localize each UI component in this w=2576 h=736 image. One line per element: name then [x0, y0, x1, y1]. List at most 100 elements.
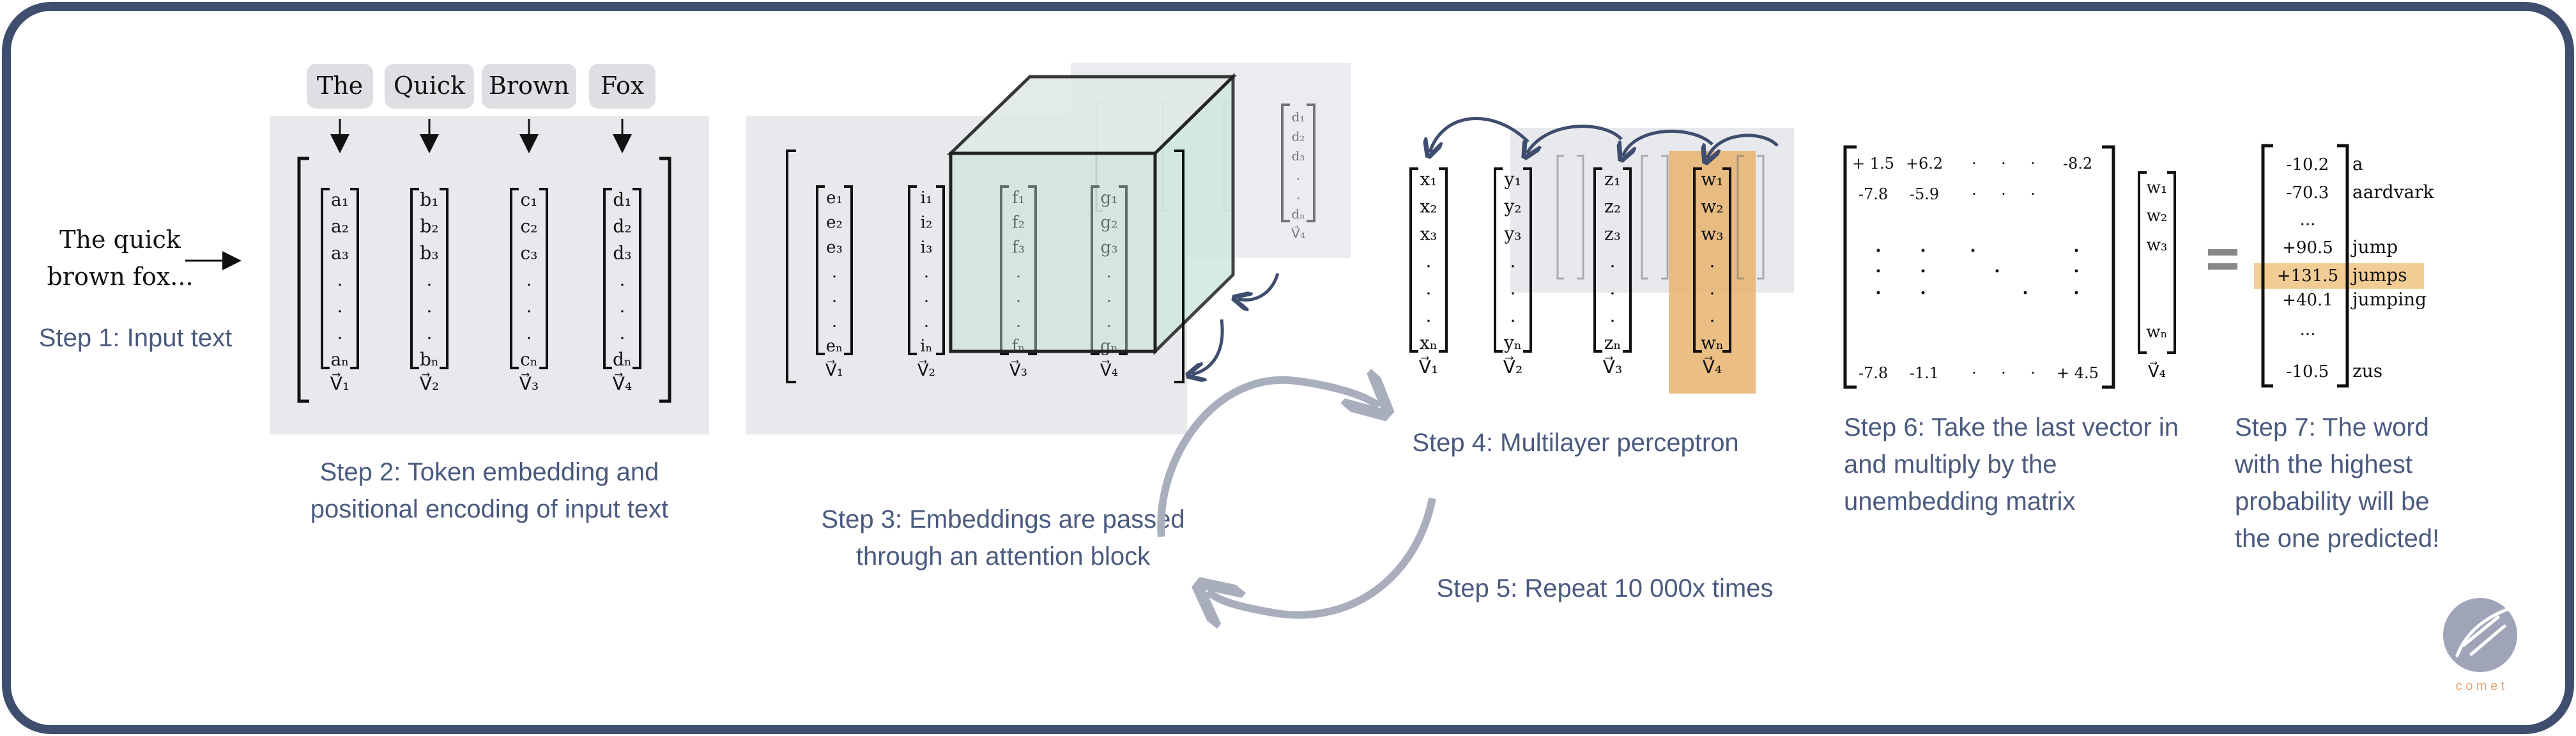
matrix-cell: · — [1972, 155, 1977, 172]
step6-caption-line1: Step 6: Take the last vector in — [1844, 413, 2179, 441]
vector-entry: . — [620, 322, 625, 343]
step7-caption-line3: probability will be — [2235, 487, 2430, 516]
token-chip-bg — [482, 64, 576, 109]
vector-entry: a₁ — [331, 189, 349, 210]
step2-caption-line1: Step 2: Token embedding and — [320, 458, 659, 486]
step3-big-bracket-right — [1174, 150, 1184, 383]
matrix-dot — [1876, 249, 1880, 252]
token-chip-bg — [589, 64, 656, 109]
result-value: +40.1 — [2282, 291, 2333, 310]
step6-group: + 1.5+6.2···-8.2-7.8-5.9···-7.8-1.1···+ … — [1843, 145, 2237, 516]
vector-label: V⃗₂ — [917, 360, 935, 380]
vector-entry: d₃ — [1292, 148, 1305, 164]
step5-caption: Step 5: Repeat 10 000x times — [1437, 574, 1774, 602]
step7-caption-line1: Step 7: The word — [2235, 413, 2429, 441]
vector-label: V⃗₄ — [2148, 361, 2166, 381]
token-chip-bg — [385, 64, 474, 109]
result-word: aardvark — [2352, 181, 2435, 203]
vector-bracket-left — [908, 185, 917, 355]
step7-caption-line4: the one predicted! — [2235, 525, 2439, 553]
mlp-ghost-vector — [1641, 155, 1669, 280]
vector-entry: . — [1296, 167, 1300, 183]
vector-entry: g₁ — [1100, 188, 1117, 208]
matrix-cell: -7.8 — [1859, 185, 1888, 203]
vector-entry: . — [1710, 278, 1715, 299]
mlp-arrow-3 — [1623, 129, 1713, 156]
jumps-highlight — [2254, 263, 2424, 289]
matrix-dot — [1876, 269, 1880, 273]
vector-bracket-left — [1593, 167, 1602, 353]
vector-entry: . — [526, 269, 532, 290]
matrix-dot — [1995, 269, 1999, 273]
vector-entry: . — [1610, 250, 1616, 272]
vector-entry: y₁ — [1503, 169, 1521, 190]
vector-label: V⃗₄ — [1291, 225, 1305, 241]
vector-bracket-left — [1409, 167, 1418, 353]
vector-entry: c₂ — [521, 216, 538, 237]
matrix-dot — [2074, 249, 2078, 252]
vector-bracket-right — [1119, 185, 1128, 355]
attention-arrow-1 — [1238, 273, 1280, 300]
vector-bracket-right — [1028, 185, 1037, 355]
vector-entry: yₙ — [1503, 332, 1522, 353]
result-word: a — [2352, 153, 2363, 174]
ghost-bracket-left — [1641, 155, 1648, 280]
vector-entry: . — [620, 296, 625, 317]
vector-entry: . — [337, 322, 343, 343]
vector-entry: g₂ — [1100, 213, 1117, 233]
vector-entry: . — [1710, 250, 1715, 272]
vector-entry: wₙ — [2146, 323, 2168, 342]
result-row: ... — [2300, 210, 2316, 229]
vector-entry: . — [526, 322, 532, 343]
step2-big-bracket-left — [297, 157, 309, 403]
step7-caption-line2: with the highest — [2234, 450, 2412, 479]
result-word: jump — [2350, 236, 2398, 257]
cycle-arrow-lower — [1208, 497, 1436, 615]
vector-entry: d₁ — [1292, 109, 1305, 125]
step2-panel — [270, 116, 709, 434]
vector-entry: . — [1710, 305, 1715, 326]
ghost-bracket-right — [1661, 155, 1669, 280]
result-word: jumps — [2350, 264, 2407, 286]
vector-entry: c₁ — [521, 189, 538, 210]
mlp-arrow-4 — [1707, 134, 1779, 158]
vector-entry: . — [924, 288, 929, 307]
vector-entry: f₁ — [1012, 188, 1025, 208]
matrix-cell: + 4.5 — [2057, 364, 2099, 382]
matrix-cell: · — [1972, 364, 1977, 382]
vector-entry: . — [1510, 250, 1516, 272]
vector-entry: . — [924, 263, 929, 282]
vector-entry: e₁ — [826, 188, 843, 208]
vector-entry: zₙ — [1604, 332, 1621, 353]
vector-bracket-left — [1494, 167, 1503, 353]
input-text-line1: The quick — [59, 226, 181, 254]
vector-entry: b₂ — [420, 216, 438, 237]
matrix-cell: -1.1 — [1910, 364, 1939, 382]
vector-entry: i₁ — [921, 188, 933, 208]
vector-bracket-left — [1281, 103, 1290, 222]
result-value: +90.5 — [2282, 238, 2333, 257]
matrix-dot — [1876, 291, 1880, 295]
token-chip: Quick — [385, 64, 474, 109]
result-word: zus — [2352, 360, 2382, 381]
mlp-highlight — [1669, 151, 1756, 394]
vector-label: V⃗₁ — [330, 372, 349, 394]
vector-entry: . — [832, 263, 837, 282]
matrix-dot — [1921, 269, 1925, 273]
vector-bracket-left — [2138, 171, 2147, 354]
vector-entry: . — [832, 288, 837, 307]
vector-entry: . — [1426, 305, 1432, 326]
cycle-arrow-icon: Step 5: Repeat 10 000x times — [1157, 380, 1774, 615]
vector-entry: e₃ — [826, 238, 843, 257]
vector-entry: b₃ — [420, 242, 438, 263]
vector-label: V⃗₃ — [1603, 356, 1622, 378]
unembed-matrix-bracket-right — [2102, 145, 2115, 389]
vector-bracket-left — [321, 188, 330, 369]
